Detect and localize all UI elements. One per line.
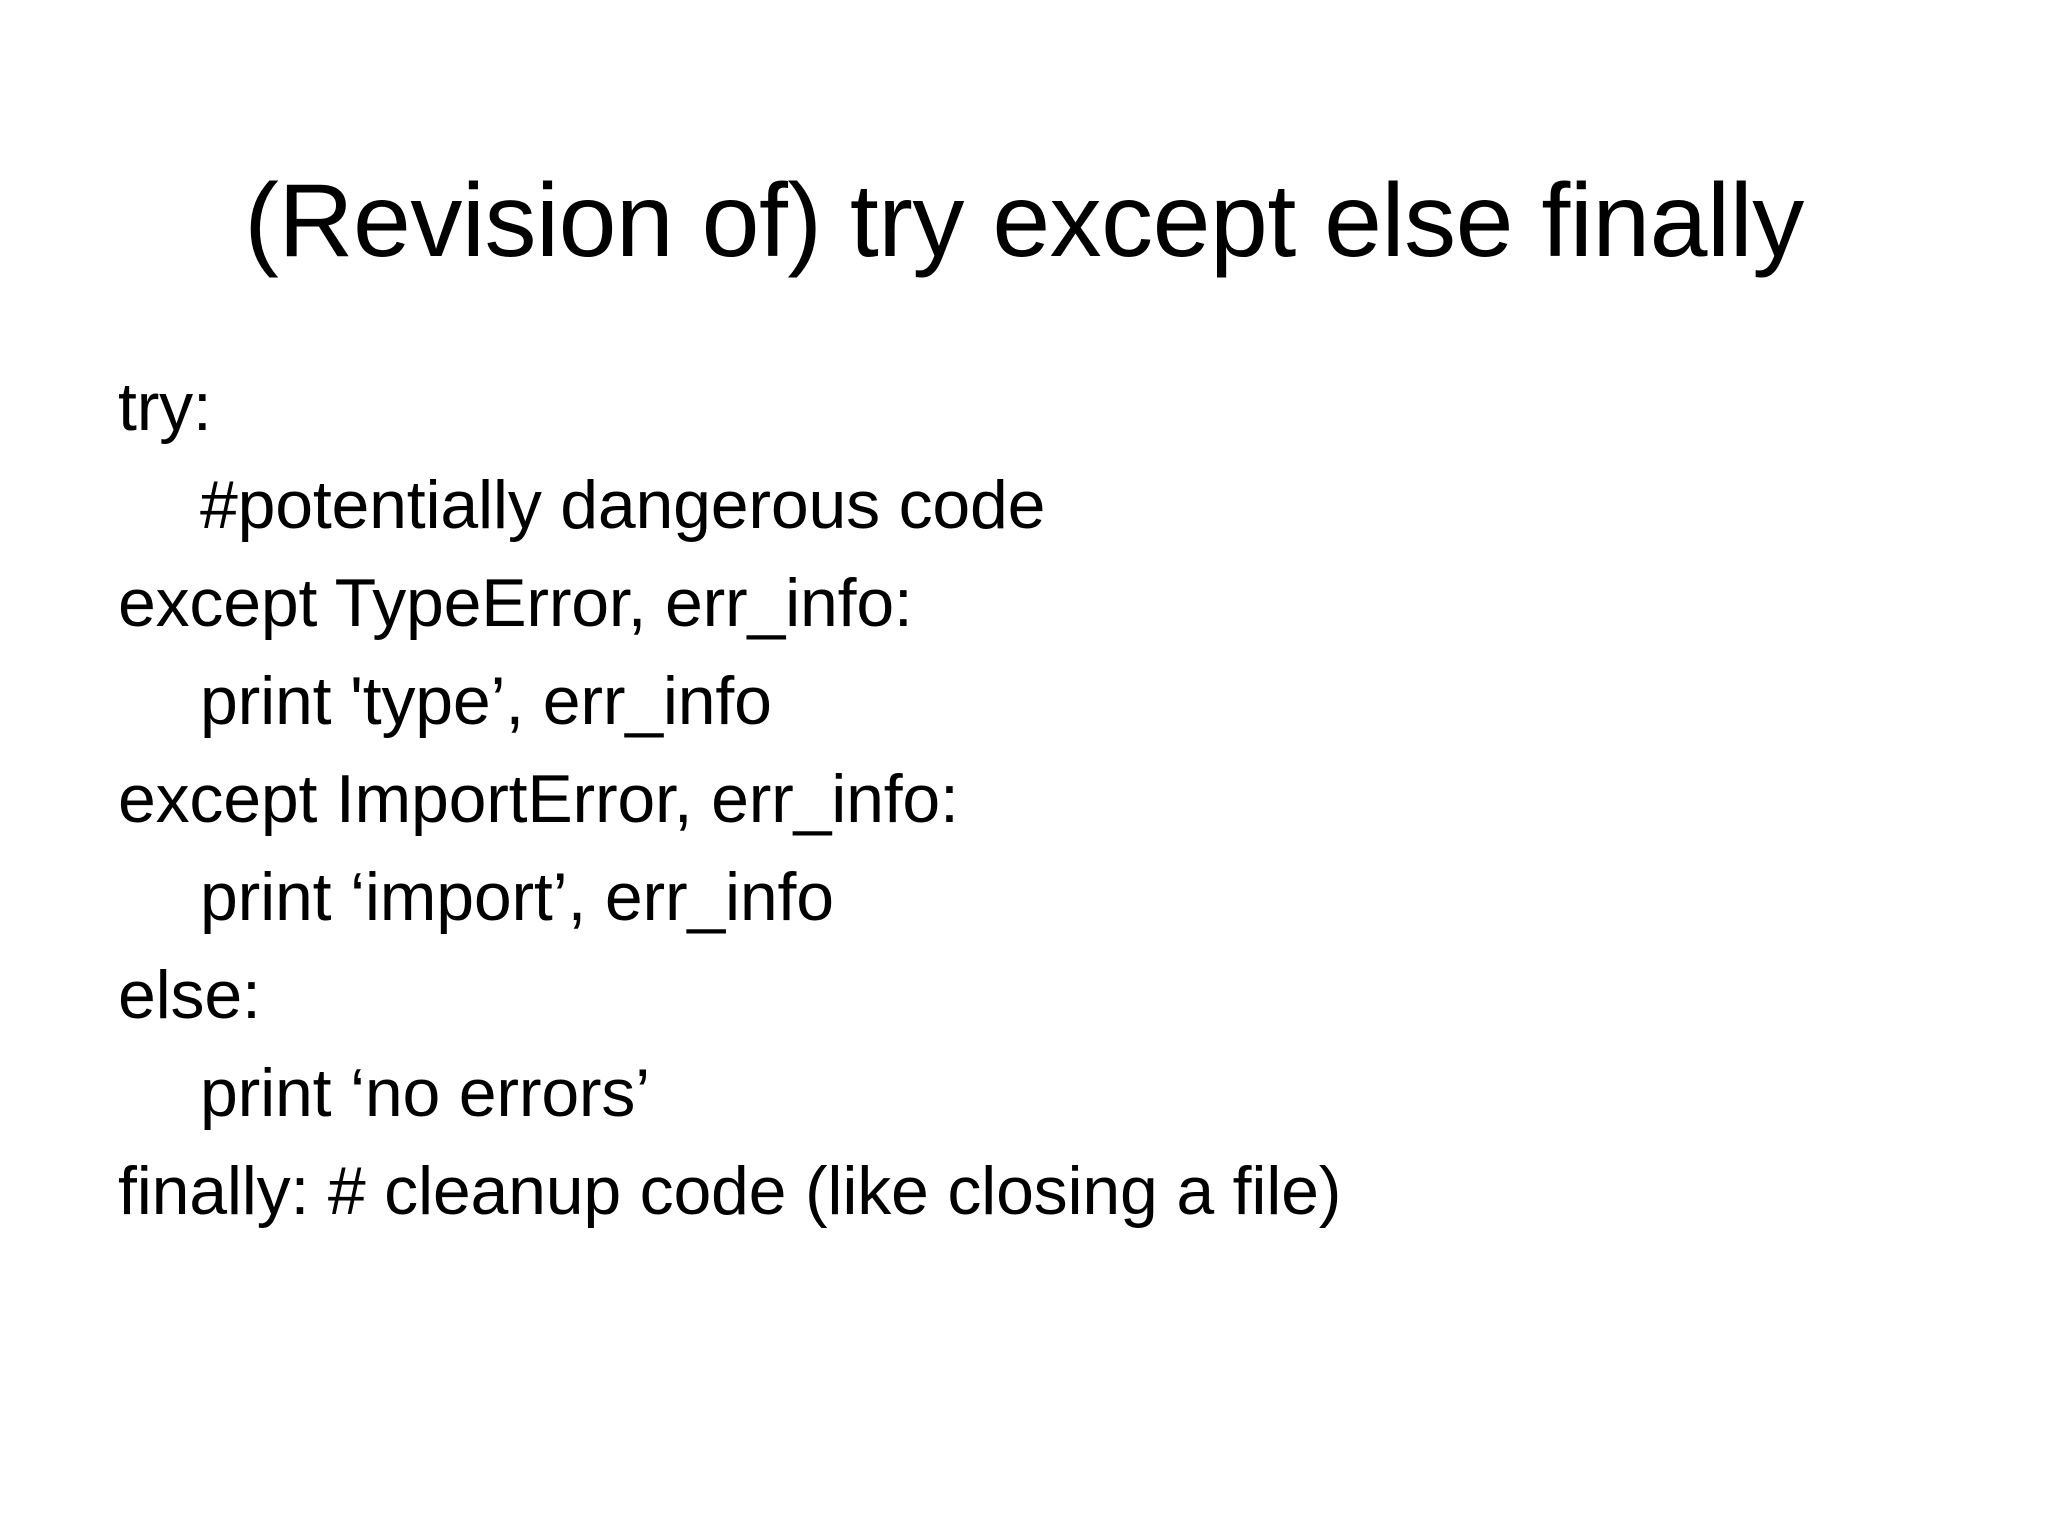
- code-line: try:: [118, 369, 212, 445]
- code-line: #potentially dangerous code: [200, 467, 1046, 543]
- code-line: else:: [118, 957, 261, 1033]
- code-line: print ‘import’, err_info: [200, 859, 834, 935]
- code-line: except ImportError, err_info:: [118, 761, 959, 837]
- slide-title: (Revision of) try except else finally: [244, 162, 1804, 279]
- code-line: print ‘no errors’: [200, 1055, 651, 1131]
- code-line: except TypeError, err_info:: [118, 565, 913, 641]
- code-line: print 'type’, err_info: [200, 663, 772, 739]
- code-line: finally: # cleanup code (like closing a …: [118, 1153, 1342, 1229]
- code-body: try: #potentially dangerous code except …: [118, 358, 1938, 1240]
